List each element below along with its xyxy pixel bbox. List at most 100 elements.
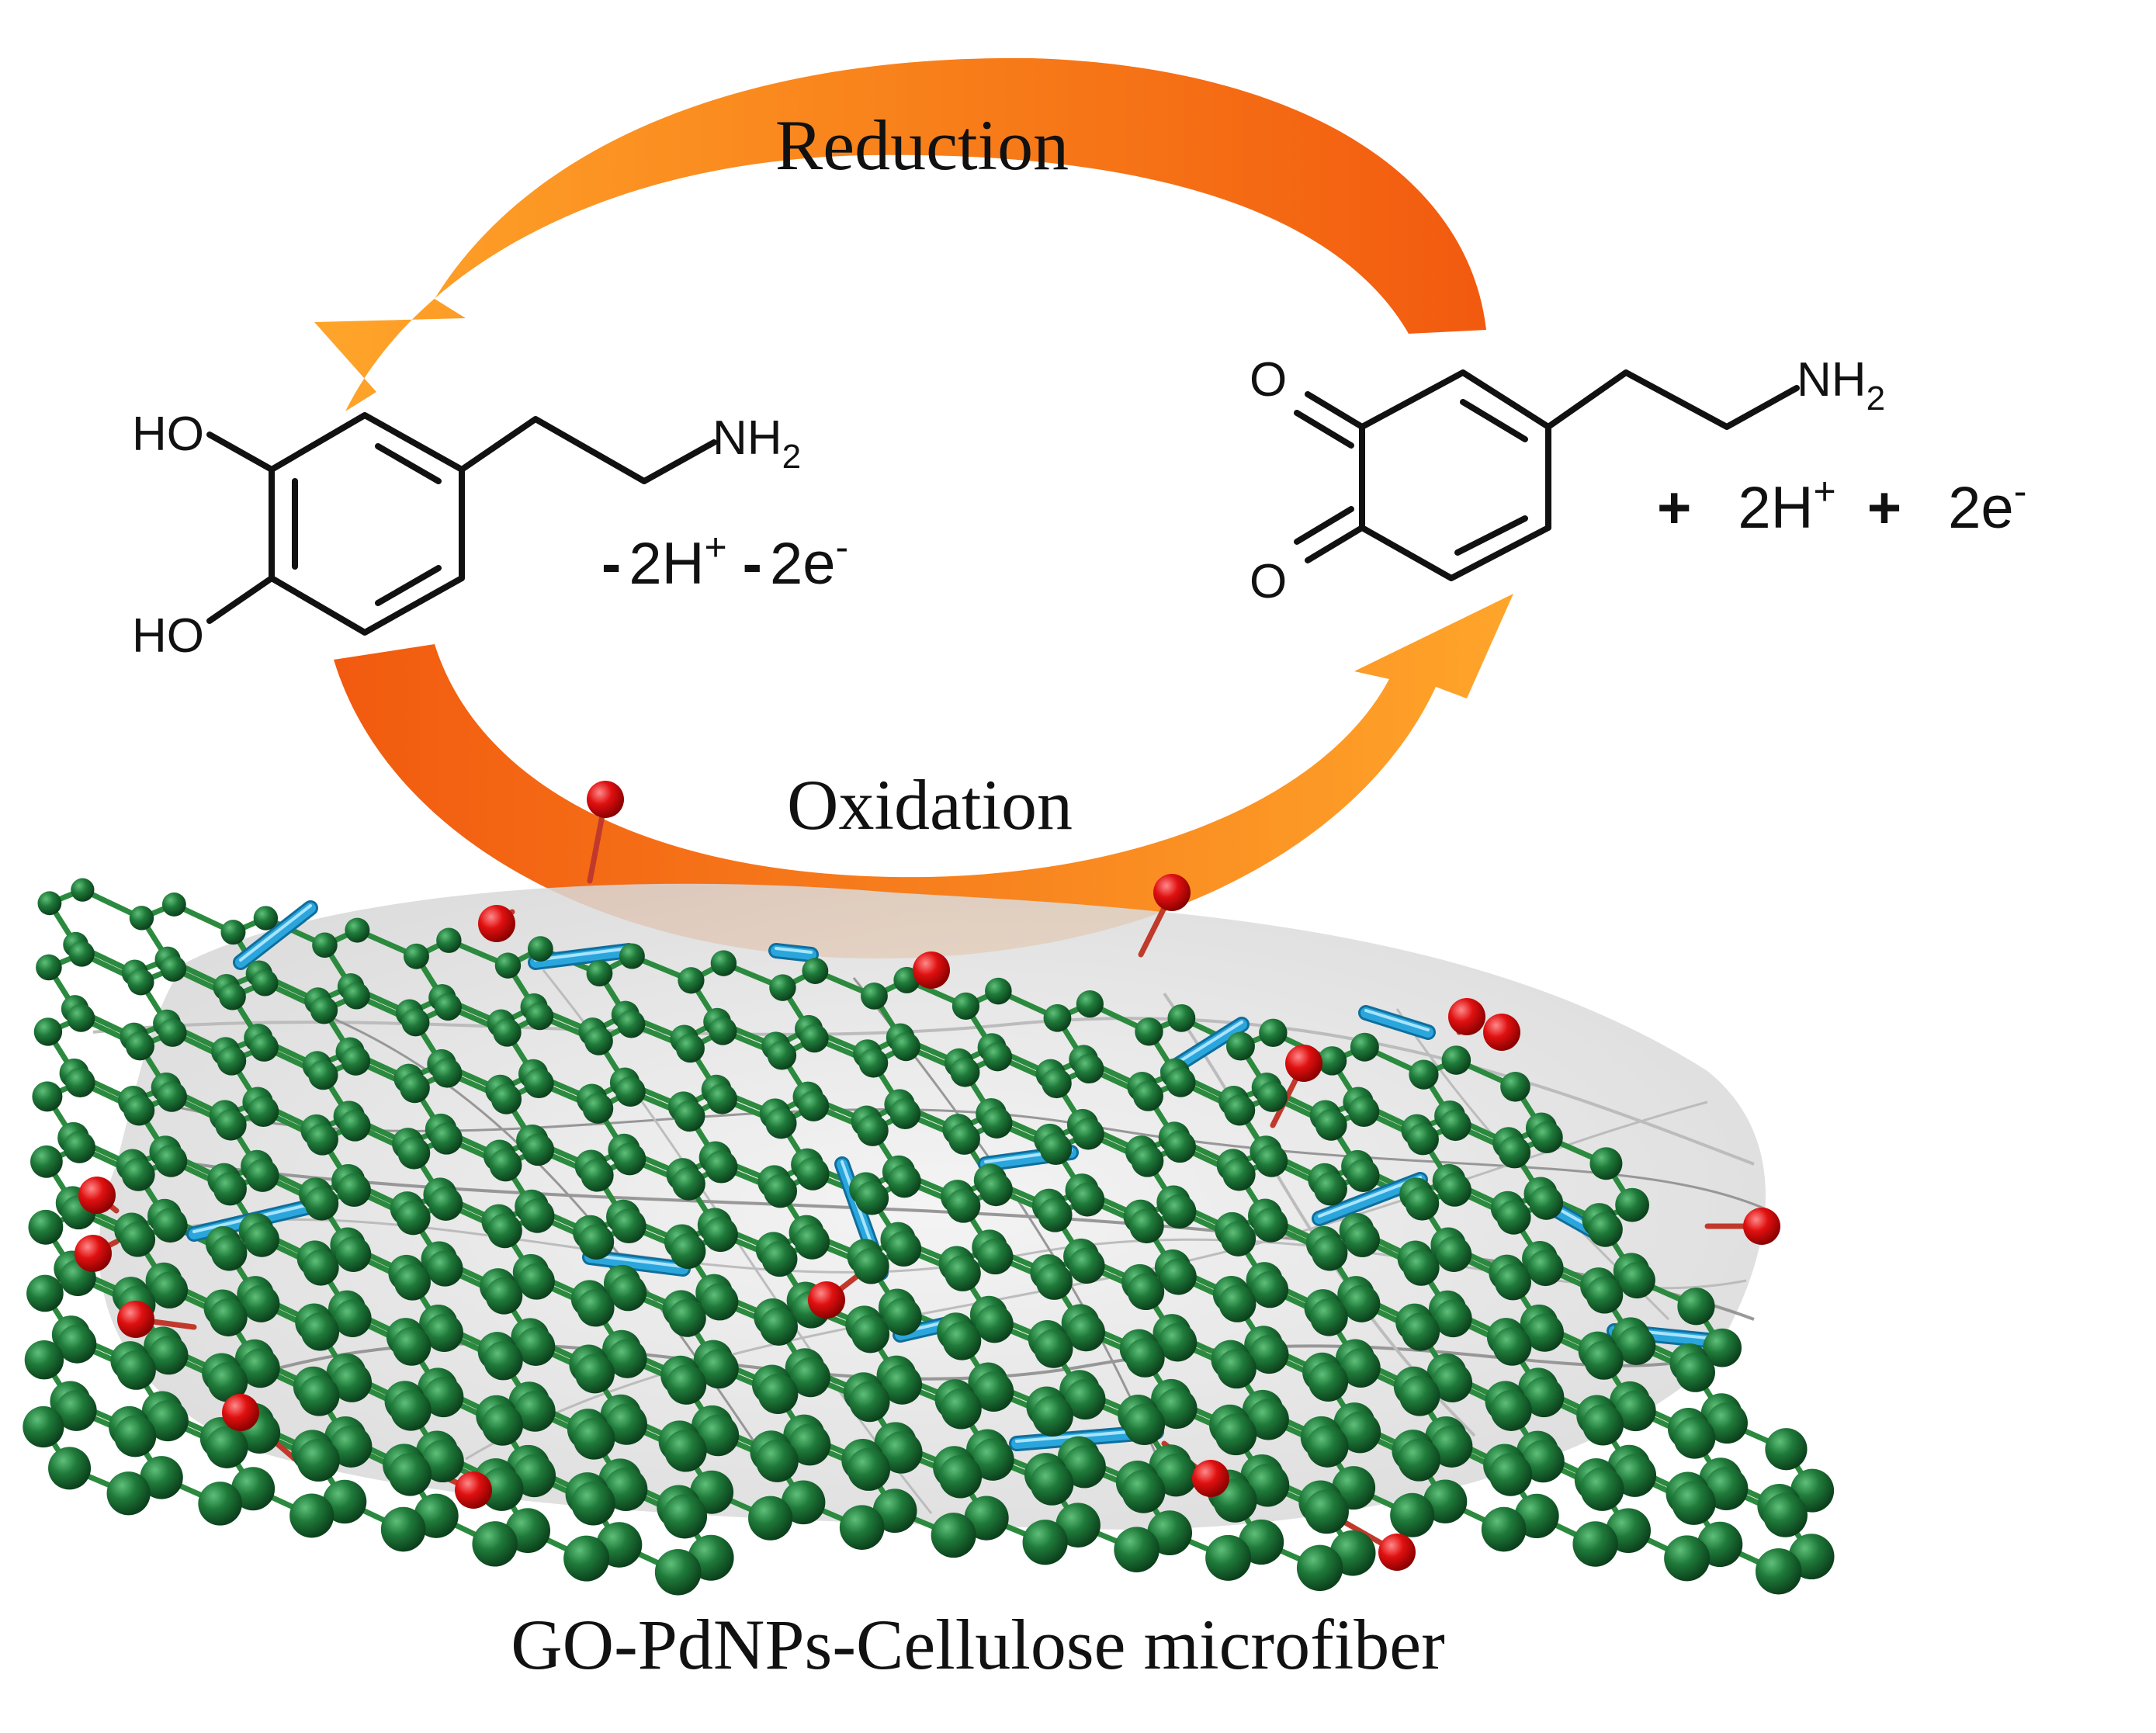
quinone-nh2: NH2 bbox=[1797, 353, 1885, 418]
carbon-atom bbox=[37, 891, 62, 916]
carbon-atom bbox=[582, 1093, 614, 1124]
carbon-atom bbox=[1763, 1492, 1808, 1537]
dopamine-labels: HO HO NH2 -2H+-2e- bbox=[132, 407, 848, 663]
carbon-atom bbox=[1022, 1520, 1068, 1565]
carbon-atom bbox=[436, 927, 462, 953]
carbon-atom bbox=[674, 1100, 705, 1132]
carbon-atom bbox=[127, 969, 154, 996]
oxygen-atom bbox=[222, 1394, 259, 1431]
carbon-atom bbox=[678, 967, 705, 994]
carbon-atom bbox=[1129, 1208, 1164, 1244]
carbon-atom bbox=[1072, 1118, 1104, 1150]
carbon-atom bbox=[1246, 1463, 1290, 1507]
carbon-atom bbox=[1042, 1068, 1072, 1099]
carbon-atom bbox=[493, 1018, 522, 1047]
carbon-atom bbox=[757, 1374, 799, 1415]
carbon-atom bbox=[1159, 1258, 1197, 1295]
oxygen-atom bbox=[808, 1281, 845, 1319]
carbon-atom bbox=[522, 1133, 555, 1166]
carbon-atom bbox=[964, 1496, 1009, 1541]
carbon-atom bbox=[140, 1456, 183, 1499]
carbon-atom bbox=[1156, 1388, 1198, 1430]
dopamine-loss-text: -2H+-2e- bbox=[601, 525, 848, 597]
carbon-atom bbox=[1030, 1461, 1074, 1506]
carbon-atom bbox=[763, 1174, 798, 1208]
oxygen-atom bbox=[1483, 1014, 1520, 1051]
carbon-atom bbox=[206, 1426, 248, 1468]
carbon-atom bbox=[397, 1136, 431, 1170]
carbon-atom bbox=[1675, 1352, 1715, 1392]
carbon-atom bbox=[1348, 1096, 1380, 1128]
carbon-atom bbox=[942, 1322, 982, 1360]
oxygen-atom bbox=[1153, 874, 1191, 911]
carbon-atom bbox=[481, 1404, 524, 1446]
carbon-atom bbox=[675, 1034, 705, 1063]
carbon-atom bbox=[574, 1353, 615, 1394]
carbon-atom bbox=[480, 1467, 524, 1511]
carbon-atom bbox=[1673, 1416, 1716, 1459]
carbon-atom bbox=[1521, 1440, 1565, 1483]
carbon-atom bbox=[800, 1024, 829, 1053]
carbon-atom bbox=[1070, 1182, 1105, 1217]
carbon-atom bbox=[1257, 1081, 1288, 1112]
carbon-atom bbox=[1347, 1159, 1380, 1192]
carbon-atom bbox=[709, 1017, 737, 1045]
pd-rod bbox=[584, 1252, 688, 1274]
carbon-atom bbox=[1296, 1544, 1343, 1592]
carbon-atom bbox=[664, 1430, 707, 1472]
carbon-atom bbox=[1205, 1534, 1252, 1581]
carbon-atom bbox=[156, 1081, 187, 1112]
carbon-atom bbox=[1588, 1211, 1623, 1247]
carbon-atom bbox=[796, 1157, 830, 1191]
carbon-atom bbox=[1062, 1445, 1106, 1489]
carbon-atom bbox=[240, 1348, 280, 1388]
carbon-atom bbox=[308, 1060, 338, 1090]
carbon-atom bbox=[249, 1032, 279, 1062]
carbon-atom bbox=[242, 1284, 280, 1322]
carbon-atom bbox=[1158, 1322, 1198, 1362]
quinone-o-top: O bbox=[1250, 353, 1287, 407]
carbon-atom bbox=[617, 1010, 646, 1038]
carbon-atom bbox=[1436, 1236, 1472, 1273]
carbon-atom bbox=[1250, 1334, 1289, 1374]
carbon-atom bbox=[950, 1057, 980, 1087]
carbon-atom bbox=[1423, 1479, 1468, 1523]
oxidation-arrow bbox=[334, 594, 1513, 958]
carbon-atom bbox=[1580, 1467, 1624, 1511]
carbon-atom bbox=[388, 1453, 432, 1496]
carbon-atom bbox=[430, 1122, 463, 1155]
carbon-atom bbox=[1163, 1130, 1196, 1163]
carbon-atom bbox=[666, 1364, 707, 1405]
carbon-atom bbox=[30, 1145, 63, 1178]
carbon-atom bbox=[1706, 1402, 1748, 1444]
carbon-atom bbox=[701, 1283, 739, 1321]
carbon-atom bbox=[1222, 1158, 1256, 1191]
pd-rod-highlight bbox=[1364, 1009, 1430, 1031]
carbon-atom bbox=[1765, 1428, 1808, 1471]
dopamine-structure bbox=[206, 412, 717, 636]
carbon-atom bbox=[839, 1505, 885, 1550]
carbon-atom bbox=[761, 1241, 798, 1277]
carbon-atom bbox=[577, 1289, 615, 1327]
carbon-atom bbox=[802, 958, 829, 984]
oxygen-atom bbox=[78, 1177, 116, 1214]
carbon-atom bbox=[1530, 1121, 1563, 1153]
carbon-atom bbox=[494, 952, 522, 979]
carbon-atom bbox=[1494, 1263, 1531, 1301]
oxygen-atom bbox=[1192, 1460, 1229, 1497]
carbon-atom bbox=[769, 974, 796, 1001]
carbon-atom bbox=[872, 1489, 917, 1534]
carbon-atom bbox=[154, 1144, 188, 1177]
carbon-atom bbox=[1613, 1454, 1657, 1497]
carbon-atom bbox=[248, 1096, 279, 1128]
carbon-atom bbox=[789, 1423, 831, 1466]
carbon-atom bbox=[798, 1090, 830, 1121]
carbon-atom bbox=[71, 878, 95, 902]
carbon-atom bbox=[1224, 1094, 1256, 1126]
carbon-atom bbox=[401, 1008, 430, 1037]
oxygen-atom bbox=[75, 1235, 112, 1272]
carbon-atom bbox=[1255, 1144, 1288, 1177]
carbon-atom bbox=[1437, 1173, 1471, 1207]
carbon-atom bbox=[767, 1041, 797, 1070]
carbon-atom bbox=[390, 1390, 432, 1431]
